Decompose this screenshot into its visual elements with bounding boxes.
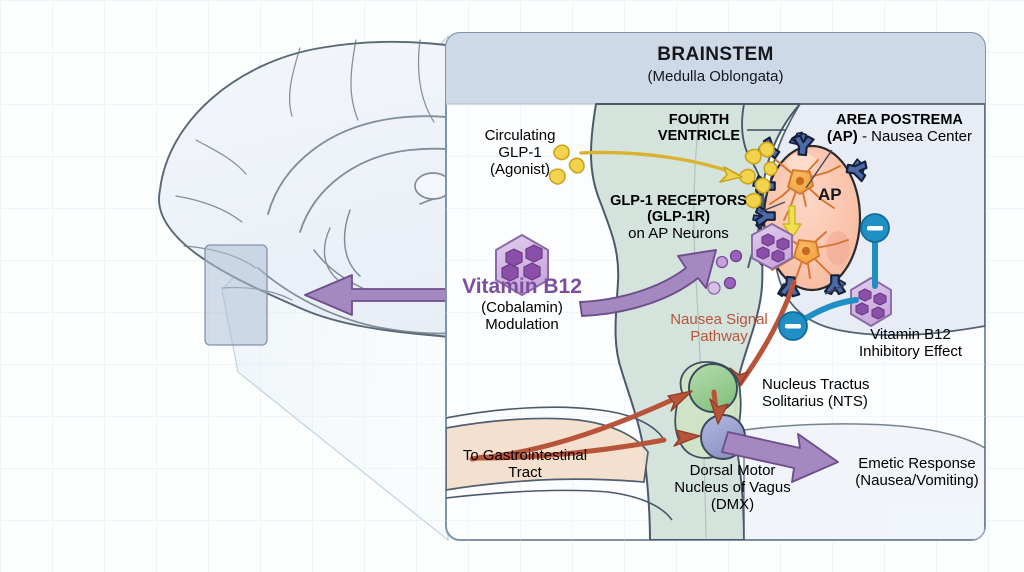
b12-hexagon-icon-stem xyxy=(751,223,793,270)
label-area-postrema: AREA POSTREMA (AP) - Nausea Center xyxy=(812,112,987,145)
dmx-line3: (DMX) xyxy=(710,496,755,513)
label-emetic-response: Emetic Response (Nausea/Vomiting) xyxy=(842,455,992,489)
vitamin-b12-line2: (Cobalamin) xyxy=(481,299,563,316)
nts-line1: Nucleus Tractus xyxy=(762,376,870,393)
leader-lines xyxy=(747,129,847,295)
label-b12-inhibitory: Vitamin B12 Inhibitory Effect xyxy=(838,326,983,360)
nts-to-dmx-arrow xyxy=(709,389,729,425)
label-glp1-receptors: GLP-1 RECEPTORS (GLP-1R) on AP Neurons xyxy=(596,193,761,242)
circulating-glp1-line3: (Agonist) xyxy=(489,161,551,178)
b12-hexagon-icon-left xyxy=(495,234,549,296)
label-circulating-glp1: Circulating GLP-1 (Agonist) xyxy=(474,127,566,178)
label-vitamin-b12: Vitamin B12 (Cobalamin) Modulation xyxy=(452,275,592,333)
area-postrema-nausea-center: - Nausea Center xyxy=(857,128,973,145)
nausea-signal-line2: Pathway xyxy=(690,328,748,345)
circulating-glp1-line2: GLP-1 xyxy=(498,144,542,161)
fourth-ventricle-line2: VENTRICLE xyxy=(657,128,741,144)
glp1-molecule-icon xyxy=(548,141,778,209)
nts-line2: Solitarius (NTS) xyxy=(762,393,868,410)
leader-glp1r xyxy=(759,201,786,213)
label-nausea-signal: Nausea Signal Pathway xyxy=(655,311,783,345)
dmx-line1: Dorsal Motor xyxy=(689,462,776,479)
glp1r-line1: GLP-1 RECEPTORS xyxy=(610,193,747,209)
label-fourth-ventricle: FOURTH VENTRICLE xyxy=(650,112,748,144)
nausea-signal-line1: Nausea Signal xyxy=(670,311,768,328)
dmx-line2: Nucleus of Vagus xyxy=(674,479,791,496)
emetic-line1: Emetic Response xyxy=(858,455,976,472)
intracellular-signal-arrow xyxy=(782,205,802,239)
vagal-afferent-arrows xyxy=(469,390,701,462)
leader-b12-inhibitory xyxy=(824,283,847,295)
panel-title: BRAINSTEM xyxy=(657,44,774,65)
nts-nucleus xyxy=(688,363,738,413)
glp1r-line3: on AP Neurons xyxy=(628,225,729,242)
glp1-transport-arrow xyxy=(579,150,743,183)
area-postrema-ap-abbrev: (AP) xyxy=(826,128,858,145)
label-nts: Nucleus Tractus Solitarius (NTS) xyxy=(762,376,912,410)
emetic-line2: (Nausea/Vomiting) xyxy=(855,472,979,489)
vitamin-b12-line3: Modulation xyxy=(485,316,559,333)
brainstem-highlight-box xyxy=(204,244,268,346)
gi-tract-line2: Tract xyxy=(508,464,542,481)
b12-particles xyxy=(707,249,743,295)
label-dmx: Dorsal Motor Nucleus of Vagus (DMX) xyxy=(655,462,810,513)
b12-inhibitory-line1: Vitamin B12 xyxy=(870,326,951,343)
b12-hexagon-icon-right xyxy=(850,277,892,327)
label-gi-tract: To Gastrointestinal Tract xyxy=(450,447,600,481)
leader-area-postrema xyxy=(805,149,833,189)
emetic-response-arrow xyxy=(721,431,839,483)
area-postrema-line2: (AP) - Nausea Center xyxy=(812,128,987,145)
circulating-glp1-line1: Circulating xyxy=(484,127,556,144)
gi-tract-line1: To Gastrointestinal xyxy=(462,447,588,464)
glp1r-line2: (GLP-1R) xyxy=(647,209,710,225)
ap-region-tag: AP xyxy=(818,185,842,204)
inhibition-symbol-icon-pathway xyxy=(778,297,859,341)
b12-modulation-arrow-panel xyxy=(579,249,717,317)
vitamin-b12-title: Vitamin B12 xyxy=(462,275,582,298)
panel-header-band xyxy=(446,33,985,104)
inhibition-symbol-icon-vertical xyxy=(860,213,890,289)
b12-modulation-arrow-left xyxy=(304,274,461,316)
area-postrema-line1: AREA POSTREMA xyxy=(836,112,963,128)
panel-subtitle: (Medulla Oblongata) xyxy=(647,68,784,85)
b12-inhibitory-line2: Inhibitory Effect xyxy=(858,343,963,360)
fourth-ventricle-line1: FOURTH xyxy=(668,112,730,128)
